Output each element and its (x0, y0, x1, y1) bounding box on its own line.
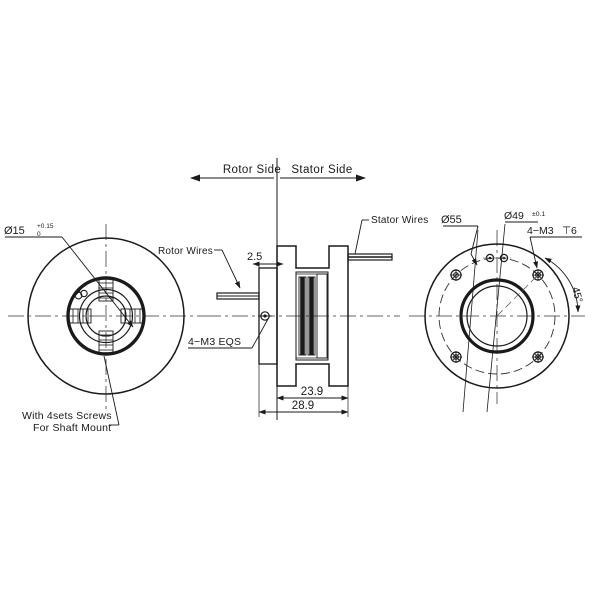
set-screw-bottom (98, 330, 114, 354)
bore-symbol (74, 289, 88, 300)
angle-arc (544, 257, 581, 313)
radial-reference-lines (496, 274, 539, 317)
bolt-circle-tolerance: ±0.1 (532, 211, 545, 218)
bore-tolerance-lower: 0 (37, 231, 41, 238)
bore-diameter-label: Ø15 (4, 225, 25, 237)
bolt-circle (438, 257, 556, 375)
left-view-centerlines (8, 224, 205, 410)
rotor-thread-note: 4−M3 EQS (188, 336, 241, 348)
rotor-thread-callout: 4−M3 EQS (188, 318, 269, 349)
set-screw-left (68, 308, 92, 324)
m3-hole-lower-right (532, 351, 544, 363)
shaft-mount-note-line2: For Shaft Mount (33, 422, 111, 434)
thread-depth-symbol-icon: ⊤ (562, 225, 571, 237)
stator-wires-label: Stator Wires (371, 215, 428, 226)
wire-exit-hole-right (499, 253, 509, 263)
stator-wires-callout: Stator Wires (354, 215, 428, 255)
rotor-side-front-view: Ø15 +0.15 0 With 4sets Screws For Shaft … (4, 223, 205, 434)
inner-length-label: 23.9 (301, 386, 323, 398)
stator-bore-outer-circle (459, 278, 535, 354)
bolt-circle-diameter-callout: Ø49 ±0.1 (486, 210, 545, 413)
angle-dimension: 45° (544, 257, 585, 313)
outer-diameter-label: Ø55 (441, 214, 462, 226)
rotor-wires-callout: Rotor Wires (158, 246, 241, 289)
stator-wire-lead (347, 253, 393, 261)
bore-diameter-callout: Ø15 +0.15 0 (4, 223, 134, 328)
bore-dim-leader (61, 236, 134, 328)
shaft-mount-note-line1: With 4sets Screws (22, 410, 112, 422)
bolt-circle-diameter-label: Ø49 (504, 210, 524, 222)
inner-length-dimension: 23.9 (276, 386, 349, 403)
shaft-mount-leader (103, 355, 120, 426)
m3-thread-callout: 4−M3 ⊤ 6 (527, 225, 582, 269)
overall-length-dimension: 28.9 (258, 364, 349, 417)
stator-side-label: Stator Side (291, 164, 352, 176)
set-screw-top (98, 278, 114, 302)
rotor-wire-lead (216, 292, 260, 300)
stator-bore-inner-circle (466, 285, 528, 347)
wire-exit-hole-group (483, 253, 511, 263)
stator-lamination-stack (295, 271, 329, 361)
outer-diameter-callout: Ø55 (441, 214, 479, 413)
stator-outer-circle (424, 243, 570, 389)
angle-label: 45° (569, 286, 585, 304)
hub-bore-circle (78, 288, 134, 344)
bore-tolerance-upper: +0.15 (37, 223, 54, 230)
m3-hole-group (450, 269, 544, 363)
gap-dimension: 2.5 (247, 240, 284, 292)
m3-hole-lower-left (450, 351, 462, 363)
gap-dimension-label: 2.5 (247, 251, 262, 263)
stator-side-front-view: Ø55 Ø49 ±0.1 4−M3 ⊤ 6 45° (409, 210, 585, 413)
shaft-bore-circle (85, 295, 127, 337)
m3-hole-upper-left (450, 269, 462, 281)
thread-depth-value: 6 (571, 225, 577, 237)
shaft-mount-note: With 4sets Screws For Shaft Mount (22, 355, 120, 434)
rotor-outer-circle (27, 237, 185, 395)
rotor-thread-marker (258, 311, 272, 321)
rotor-side-label: Rotor Side (223, 164, 281, 176)
rotor-wires-label: Rotor Wires (158, 246, 213, 257)
cross-section-side-view: Rotor Wires Stator Wires 2.5 4−M3 EQS (158, 215, 428, 417)
hub-outer-circle (66, 276, 146, 356)
overall-length-label: 28.9 (292, 400, 314, 412)
m3-thread-label: 4−M3 (527, 225, 554, 237)
